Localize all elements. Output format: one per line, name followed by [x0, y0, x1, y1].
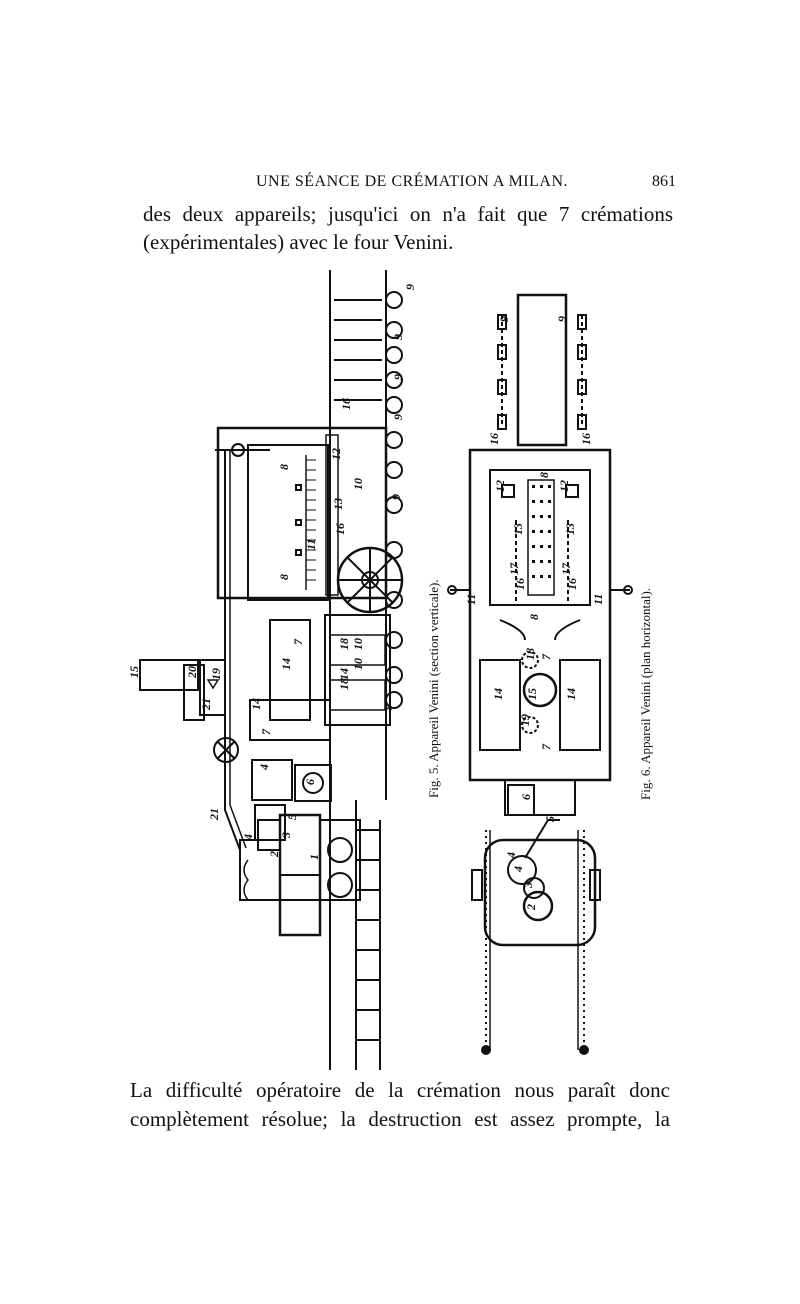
fig6-drawing [447, 293, 633, 1055]
body-text-bottom: La difficulté opératoire de la crémation… [130, 1076, 670, 1134]
fig6-callout-label: 5 [543, 816, 557, 822]
text-line: La difficulté opératoire de la crémation… [130, 1078, 670, 1102]
fig5-callout-label: 9 [391, 414, 405, 420]
fig5-callout-label: 10 [351, 638, 365, 650]
fig6-callout-label: 18 [523, 648, 537, 660]
fig5-callout-label: 5 [285, 814, 299, 820]
fig5-callout-label: 9 [381, 704, 395, 710]
fig5-callout-label: 18 [337, 638, 351, 650]
fig6-callout-label: 8 [537, 472, 551, 478]
fig6-callout-label: 8 [527, 614, 541, 620]
text-line: (expérimentales) avec le four Venini. [143, 230, 454, 254]
fig6-callout-label: 3 [521, 882, 535, 889]
running-title: UNE SÉANCE DE CRÉMATION A MILAN. [256, 173, 568, 190]
fig5-callout-label: 1 [307, 854, 321, 860]
fig6-callout-label: 9 [555, 316, 569, 322]
fig5-callout-label: 9 [391, 374, 405, 380]
fig6-callout-label: 14 [564, 688, 578, 700]
fig6-callout-label: 16 [565, 578, 579, 590]
fig5-callout-label: 14 [337, 668, 351, 680]
fig5-callout-label: 9 [389, 494, 403, 500]
fig6-callout-label: 4 [511, 866, 525, 873]
fig6-callout-label: 13 [511, 523, 525, 535]
page-header: UNE SÉANCE DE CRÉMATION A MILAN. 861 [256, 173, 676, 195]
fig5-callout-label: 3 [279, 832, 293, 839]
fig5-callout-label: 20 [185, 666, 199, 679]
fig5-drawing [139, 270, 404, 1070]
fig6-callout-label: 2 [524, 904, 538, 911]
text-line: des deux appareils; jusqu'ici on n'a fai… [143, 202, 673, 226]
fig6-callout-label: 7 [539, 653, 553, 660]
fig5-callout-label: 8 [277, 464, 291, 470]
fig6-callout-label: 9 [497, 316, 511, 322]
fig5-callout-label: 18 [337, 678, 351, 690]
fig5-callout-label: 21 [199, 698, 213, 711]
fig5-callout-label: 7 [259, 728, 273, 735]
furnace-diagrams: 9999916812101011131687141814181020191514… [127, 270, 633, 1070]
body-text-top: des deux appareils; jusqu'ici on n'a fai… [143, 200, 673, 256]
fig5-callout-label: 9 [403, 284, 417, 290]
fig6-callout-label: 4 [504, 852, 518, 859]
fig6-callout-label: 16 [487, 433, 501, 445]
fig5-callout-label: 10 [351, 658, 365, 670]
fig5-caption: Fig. 5. Appareil Venini (section vertica… [426, 579, 441, 798]
fig5-callout-label: 21 [207, 808, 221, 821]
fig6-callout-label: 11 [591, 594, 605, 605]
fig6-callout-label: 6 [519, 794, 533, 800]
fig5-callout-label: 6 [303, 779, 317, 785]
fig6-callout-label: 16 [513, 578, 527, 590]
fig5-callout-label: 9 [391, 334, 405, 340]
fig5-callout-label: 4 [241, 834, 255, 841]
fig5-callout-label: 4 [257, 764, 271, 771]
fig5-callout-label: 15 [130, 666, 141, 678]
fig5-callout-label: 14 [249, 698, 263, 710]
fig6-callout-label: 19 [518, 714, 532, 726]
fig6-callout-label: 15 [525, 688, 539, 700]
fig6-callout-label: 11 [464, 594, 478, 605]
fig6-callout-label: 12 [493, 480, 507, 492]
fig6-callout-label: 14 [491, 688, 505, 700]
fig6-caption: Fig. 6. Appareil Venini (plan horizontal… [638, 587, 653, 800]
fig6-callout-label: 7 [539, 743, 553, 750]
fig5-callout-label: 16 [333, 523, 347, 535]
fig5-callout-label: 2 [267, 851, 281, 858]
fig5-callout-label: 12 [329, 448, 343, 460]
fig5-callout-label: 19 [209, 668, 223, 680]
fig5-callout-label: 8 [277, 574, 291, 580]
fig6-callout-label: 17 [559, 562, 573, 575]
fig6-callout-label: 16 [579, 433, 593, 445]
fig5-callout-label: 7 [291, 638, 305, 645]
fig5-callout-label: 11 [304, 539, 318, 550]
fig5-callout-label: 16 [339, 398, 353, 410]
fig6-callout-label: 12 [557, 480, 571, 492]
grate-dots [532, 485, 551, 578]
fig6-callout-label: 17 [507, 562, 521, 575]
fig5-callout-label: 13 [331, 498, 345, 510]
fig6-callout-label: 13 [563, 523, 577, 535]
fig5-callout-label: 14 [279, 658, 293, 670]
text-line: complètement résolue; la destruction est… [130, 1107, 670, 1131]
fig5-callout-label: 10 [351, 478, 365, 490]
page-number: 861 [652, 173, 676, 190]
